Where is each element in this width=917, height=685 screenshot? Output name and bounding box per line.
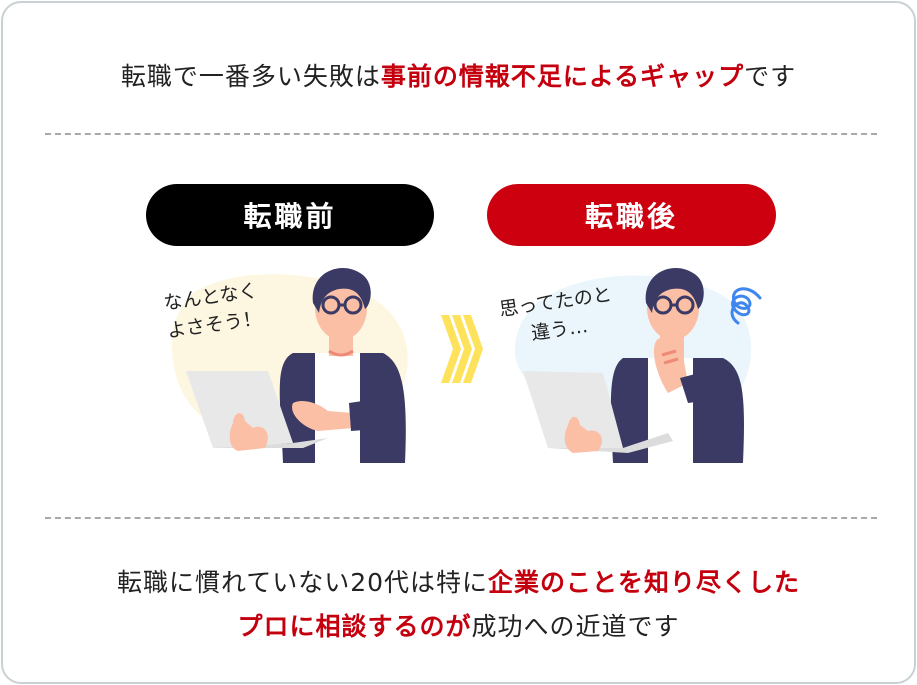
top-headline-prefix: 転職で一番多い失敗は xyxy=(120,62,381,91)
confused-swirl-icon xyxy=(730,287,762,325)
before-person-illustration xyxy=(171,267,408,463)
triple-chevron-right-icon xyxy=(441,315,483,383)
before-label-pill: 転職前 xyxy=(146,184,434,246)
after-label: 転職後 xyxy=(584,200,678,233)
before-label: 転職前 xyxy=(243,200,337,233)
bottom-headline-line2: プロに相談するのが成功への近道です xyxy=(237,612,680,641)
after-label-pill: 転職後 xyxy=(487,184,776,246)
top-headline: 転職で一番多い失敗は事前の情報不足によるギャップです xyxy=(3,57,914,93)
bottom-headline-line1: 転職に慣れていない20代は特に企業のことを知り尽くした xyxy=(116,568,801,597)
bottom-dashed-divider xyxy=(45,517,877,519)
after-person-illustration xyxy=(514,267,762,463)
top-headline-suffix: です xyxy=(744,62,797,91)
top-dashed-divider xyxy=(45,133,877,135)
top-headline-emphasis: 事前の情報不足によるギャップ xyxy=(380,62,745,91)
